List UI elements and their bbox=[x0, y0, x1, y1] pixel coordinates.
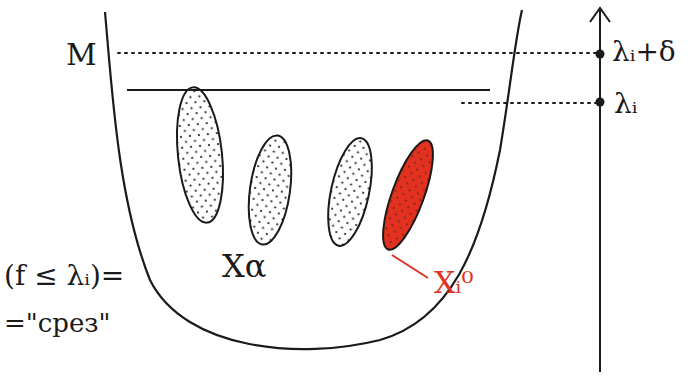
component-label: Xᵢ⁰ bbox=[434, 268, 473, 298]
value-axis bbox=[599, 10, 601, 372]
sublevel-name: ="срез" bbox=[4, 310, 110, 336]
leader-line bbox=[392, 255, 428, 278]
level-line-upper bbox=[118, 52, 596, 54]
component-blob bbox=[243, 133, 298, 247]
red-component-texture bbox=[373, 135, 443, 255]
level-value: λᵢ+δ bbox=[612, 38, 676, 66]
manifold-label: M bbox=[66, 40, 97, 70]
component-blob bbox=[320, 134, 380, 249]
axis-point bbox=[596, 50, 605, 59]
red-component bbox=[373, 135, 443, 255]
manifold-outline bbox=[105, 10, 522, 349]
level-line-dotted bbox=[462, 102, 596, 104]
set-label: Xα bbox=[222, 250, 266, 282]
level-line bbox=[127, 89, 490, 91]
axis-arrow bbox=[590, 8, 610, 22]
sublevel-formula: (f ≤ λᵢ)= bbox=[4, 262, 124, 290]
axis-point bbox=[596, 98, 605, 107]
level-value: λᵢ bbox=[614, 90, 637, 118]
component-blob bbox=[171, 85, 229, 225]
